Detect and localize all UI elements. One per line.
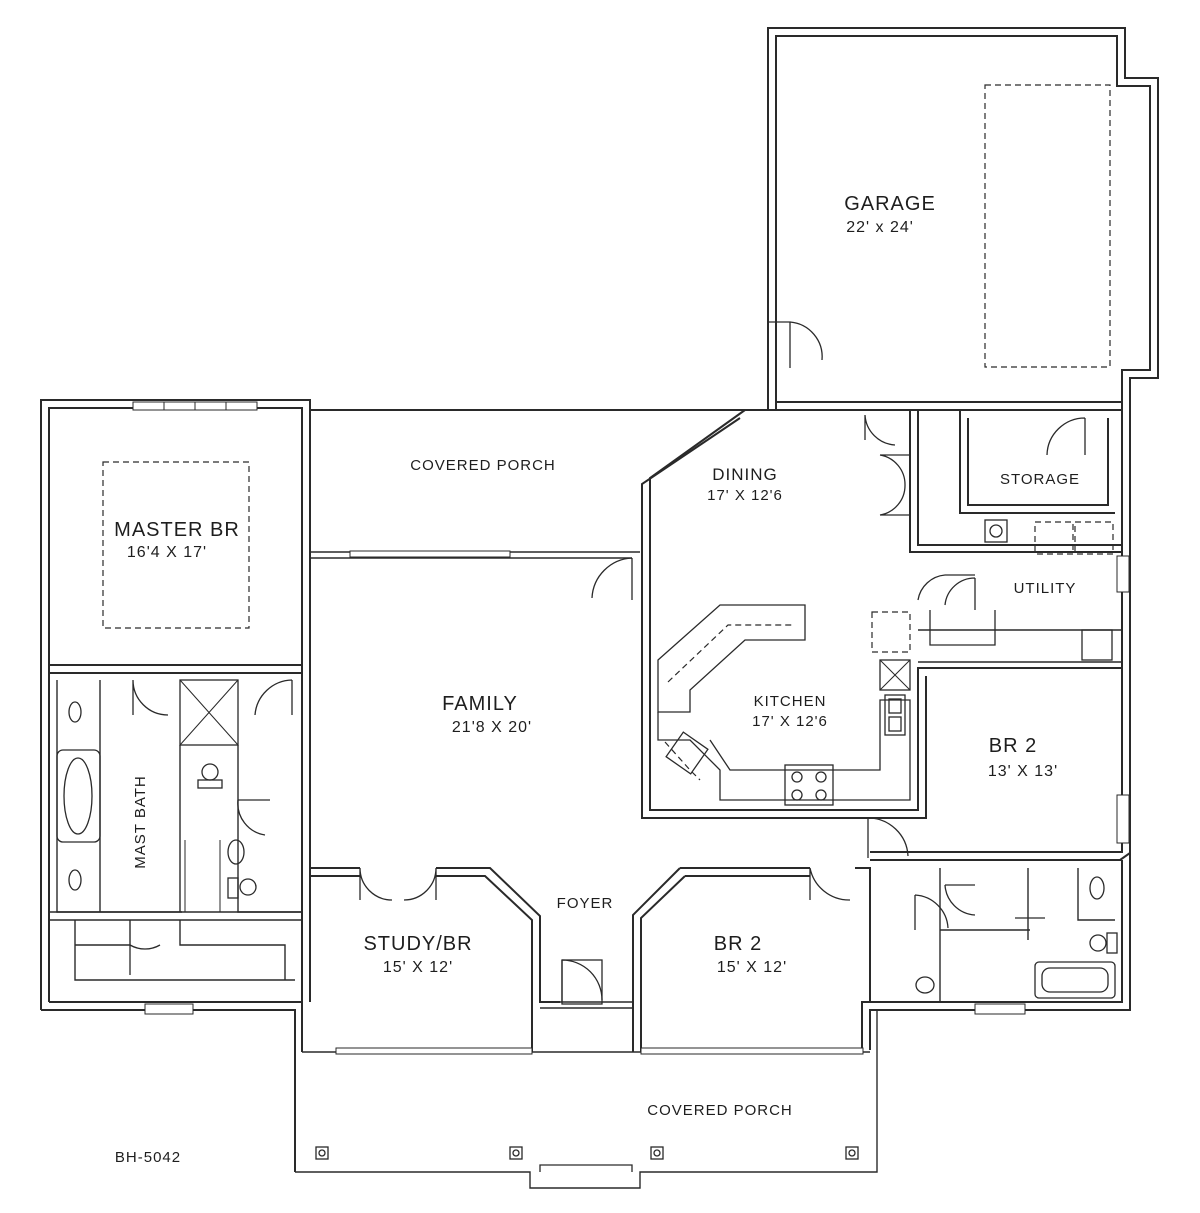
fixtures bbox=[56, 519, 1118, 1172]
kitchen-label: KITCHEN bbox=[754, 693, 827, 710]
study-br-label: STUDY/BR bbox=[363, 933, 472, 955]
interior-walls bbox=[49, 409, 1122, 1052]
garage-details bbox=[768, 84, 1111, 368]
dining-dims: 17' X 12'6 bbox=[707, 487, 783, 504]
garage-dims: 22' x 24' bbox=[846, 219, 914, 236]
plan-id: BH-5042 bbox=[115, 1149, 181, 1166]
master-br-label: MASTER BR bbox=[114, 519, 240, 541]
master-tray-ceiling bbox=[102, 461, 250, 629]
rear-porch-label: COVERED PORCH bbox=[410, 457, 556, 474]
storage-label: STORAGE bbox=[1000, 471, 1080, 488]
doors bbox=[129, 414, 1086, 1005]
utility-label: UTILITY bbox=[1014, 580, 1077, 597]
master-br-dims: 16'4 X 17' bbox=[127, 544, 207, 561]
br2-front-dims: 15' X 12' bbox=[717, 959, 787, 976]
room-labels: GARAGE 22' x 24' COVERED PORCH DINING 17… bbox=[114, 193, 1080, 1166]
dining-label: DINING bbox=[712, 465, 778, 484]
mast-bath-label: MAST BATH bbox=[132, 775, 149, 868]
family-label: FAMILY bbox=[442, 693, 518, 715]
porch-columns bbox=[315, 1146, 859, 1160]
study-br-dims: 15' X 12' bbox=[383, 959, 453, 976]
kitchen-dims: 17' X 12'6 bbox=[752, 713, 828, 730]
family-dims: 21'8 X 20' bbox=[452, 719, 532, 736]
garage-label: GARAGE bbox=[844, 193, 936, 215]
front-porch-label: COVERED PORCH bbox=[647, 1102, 793, 1119]
windows bbox=[132, 401, 1130, 1055]
br2-east-label: BR 2 bbox=[989, 735, 1037, 757]
br2-front-label: BR 2 bbox=[714, 933, 762, 955]
foyer-label: FOYER bbox=[557, 895, 614, 912]
br2-east-dims: 13' X 13' bbox=[988, 763, 1058, 780]
